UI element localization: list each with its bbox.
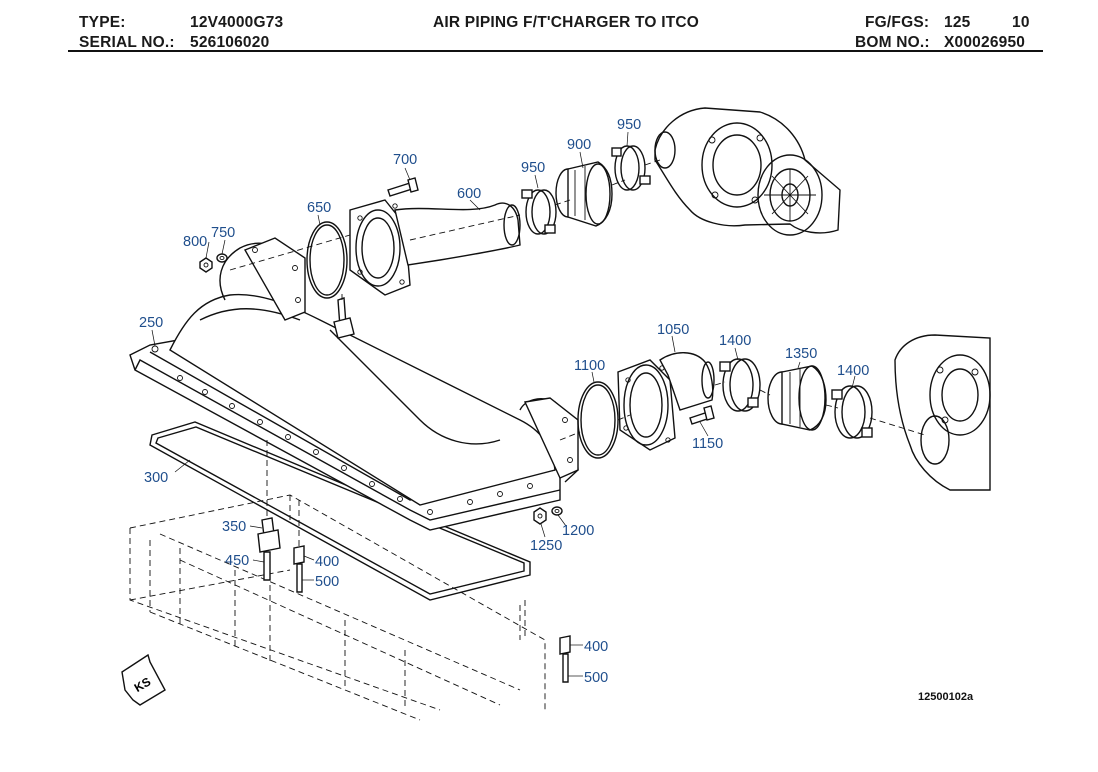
washer-750: [216, 253, 228, 263]
gasket-300: [149, 421, 531, 601]
callout-1350: 1350: [785, 346, 817, 362]
serial-value: 526106020: [190, 34, 270, 51]
callout-1050: 1050: [657, 322, 689, 338]
callout-400-left: 400: [315, 554, 339, 570]
clamp-1400-right: [831, 385, 873, 439]
clamp-950-left: [521, 189, 557, 235]
callout-1100: 1100: [574, 358, 605, 374]
callout-500-right: 500: [584, 670, 608, 686]
leader-lines: [151, 131, 856, 677]
fg-label: FG/FGS:: [865, 14, 930, 31]
nut-800: [199, 257, 213, 273]
type-value: 12V4000G73: [190, 14, 284, 31]
bom-value: X00026950: [944, 34, 1026, 51]
bolt-450: [263, 440, 271, 581]
header-rule: [68, 50, 1043, 52]
clamp-1400-left: [719, 358, 761, 412]
bolt-bracket-upper: [333, 290, 355, 339]
frame-structure: [129, 494, 546, 721]
callout-800: 800: [183, 234, 207, 250]
callout-1250: 1250: [530, 538, 562, 554]
turbocharger-upper: [654, 107, 841, 236]
sleeve-900: [555, 161, 613, 227]
nut-1250: [533, 507, 547, 525]
sleeve-400-left: [293, 545, 305, 565]
fg-value: 125: [944, 14, 971, 31]
figure-number: 12500102a: [918, 691, 974, 703]
bom-label: BOM NO.:: [855, 34, 930, 51]
page-title: AIR PIPING F/T'CHARGER TO ITCO: [433, 14, 700, 31]
callout-500-left: 500: [315, 574, 339, 590]
callout-950-left: 950: [521, 160, 545, 176]
serial-label: SERIAL NO.:: [79, 34, 175, 51]
clamp-950-right: [611, 145, 651, 191]
callout-1400-left: 1400: [719, 333, 751, 349]
seal-ring-650: [306, 221, 348, 299]
seal-ring-1100: [577, 381, 619, 459]
sleeve-400-right: [559, 635, 571, 655]
turbocharger-lower: [894, 334, 991, 491]
callout-450: 450: [225, 553, 249, 569]
callout-900: 900: [567, 137, 591, 153]
callout-600: 600: [457, 186, 481, 202]
screw-1150: [689, 405, 715, 425]
bushing-350: [257, 517, 281, 553]
callout-300: 300: [144, 470, 168, 486]
intercooler-housing-250: [129, 237, 579, 531]
callout-250: 250: [139, 315, 163, 331]
view-direction-arrow: KS: [121, 653, 166, 706]
callout-700: 700: [393, 152, 417, 168]
callout-1150: 1150: [692, 436, 723, 452]
type-label: TYPE:: [79, 14, 126, 31]
callout-1400-right: 1400: [837, 363, 869, 379]
bolt-500-right: [524, 600, 569, 683]
callout-350: 350: [222, 519, 246, 535]
callout-labels: 700 600 950 900 950 650 800 750 250 1050…: [139, 117, 869, 686]
screw-700: [387, 177, 419, 197]
sleeve-1350: [767, 365, 827, 431]
lower-pipe-1050: [617, 352, 715, 451]
callout-950-right: 950: [617, 117, 641, 133]
washer-1200: [551, 506, 563, 516]
upper-pipe-600: [349, 199, 521, 296]
callout-1200: 1200: [562, 523, 594, 539]
callout-400-right: 400: [584, 639, 608, 655]
bolt-500-left: [296, 500, 303, 593]
fg-sub-value: 10: [1012, 14, 1030, 31]
callout-750: 750: [211, 225, 235, 241]
callout-650: 650: [307, 200, 331, 216]
